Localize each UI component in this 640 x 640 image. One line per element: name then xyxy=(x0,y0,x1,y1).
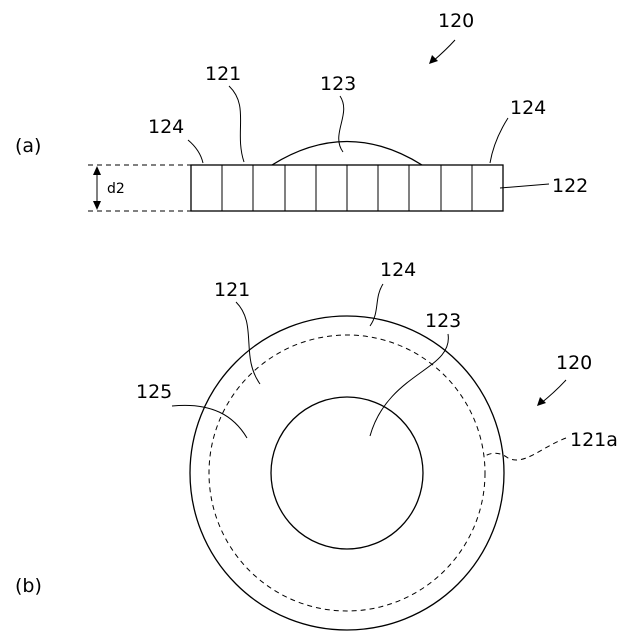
panel-b: (b) 120 124 121 123 125 121a xyxy=(15,259,618,630)
ref-120-b-arrow xyxy=(540,380,566,404)
dimension-arrowhead-top xyxy=(93,166,101,175)
boundary-dashed-circle xyxy=(209,335,485,611)
ref-124-a-left: 124 xyxy=(148,116,184,138)
panel-a: (a) 120 d2 121 123 1 xyxy=(15,10,588,211)
ref-123-a-leader xyxy=(339,96,344,152)
dimension-label: d2 xyxy=(107,181,125,197)
ref-120-b-arrowhead xyxy=(537,397,546,406)
ref-123-a: 123 xyxy=(320,73,356,95)
ref-121-a-leader xyxy=(229,86,244,162)
ref-122-leader xyxy=(500,184,549,188)
ref-120-b: 120 xyxy=(556,352,592,374)
ref-122: 122 xyxy=(552,175,588,197)
ref-121a-leader xyxy=(485,438,566,460)
ref-120-a-arrowhead xyxy=(429,55,438,64)
ref-124-b: 124 xyxy=(380,259,416,281)
ref-121-a: 121 xyxy=(205,63,241,85)
ref-123-b: 123 xyxy=(425,310,461,332)
ref-124-a-right-leader xyxy=(490,118,508,163)
ref-125: 125 xyxy=(136,381,172,403)
ref-121-b: 121 xyxy=(214,279,250,301)
substrate-dividers xyxy=(222,165,472,211)
ref-121-b-leader xyxy=(236,302,260,384)
dimension-arrowhead-bottom xyxy=(93,201,101,210)
lens-dome xyxy=(272,142,422,166)
ref-121a: 121a xyxy=(570,429,618,451)
ref-124-a-left-leader xyxy=(188,140,203,163)
panel-a-caption: (a) xyxy=(15,135,41,157)
outer-circle xyxy=(190,316,504,630)
ref-124-a-right: 124 xyxy=(510,97,546,119)
lens-circle xyxy=(271,397,423,549)
panel-b-caption: (b) xyxy=(15,575,42,597)
ref-120-a: 120 xyxy=(438,10,474,32)
ref-125-leader xyxy=(172,405,247,438)
